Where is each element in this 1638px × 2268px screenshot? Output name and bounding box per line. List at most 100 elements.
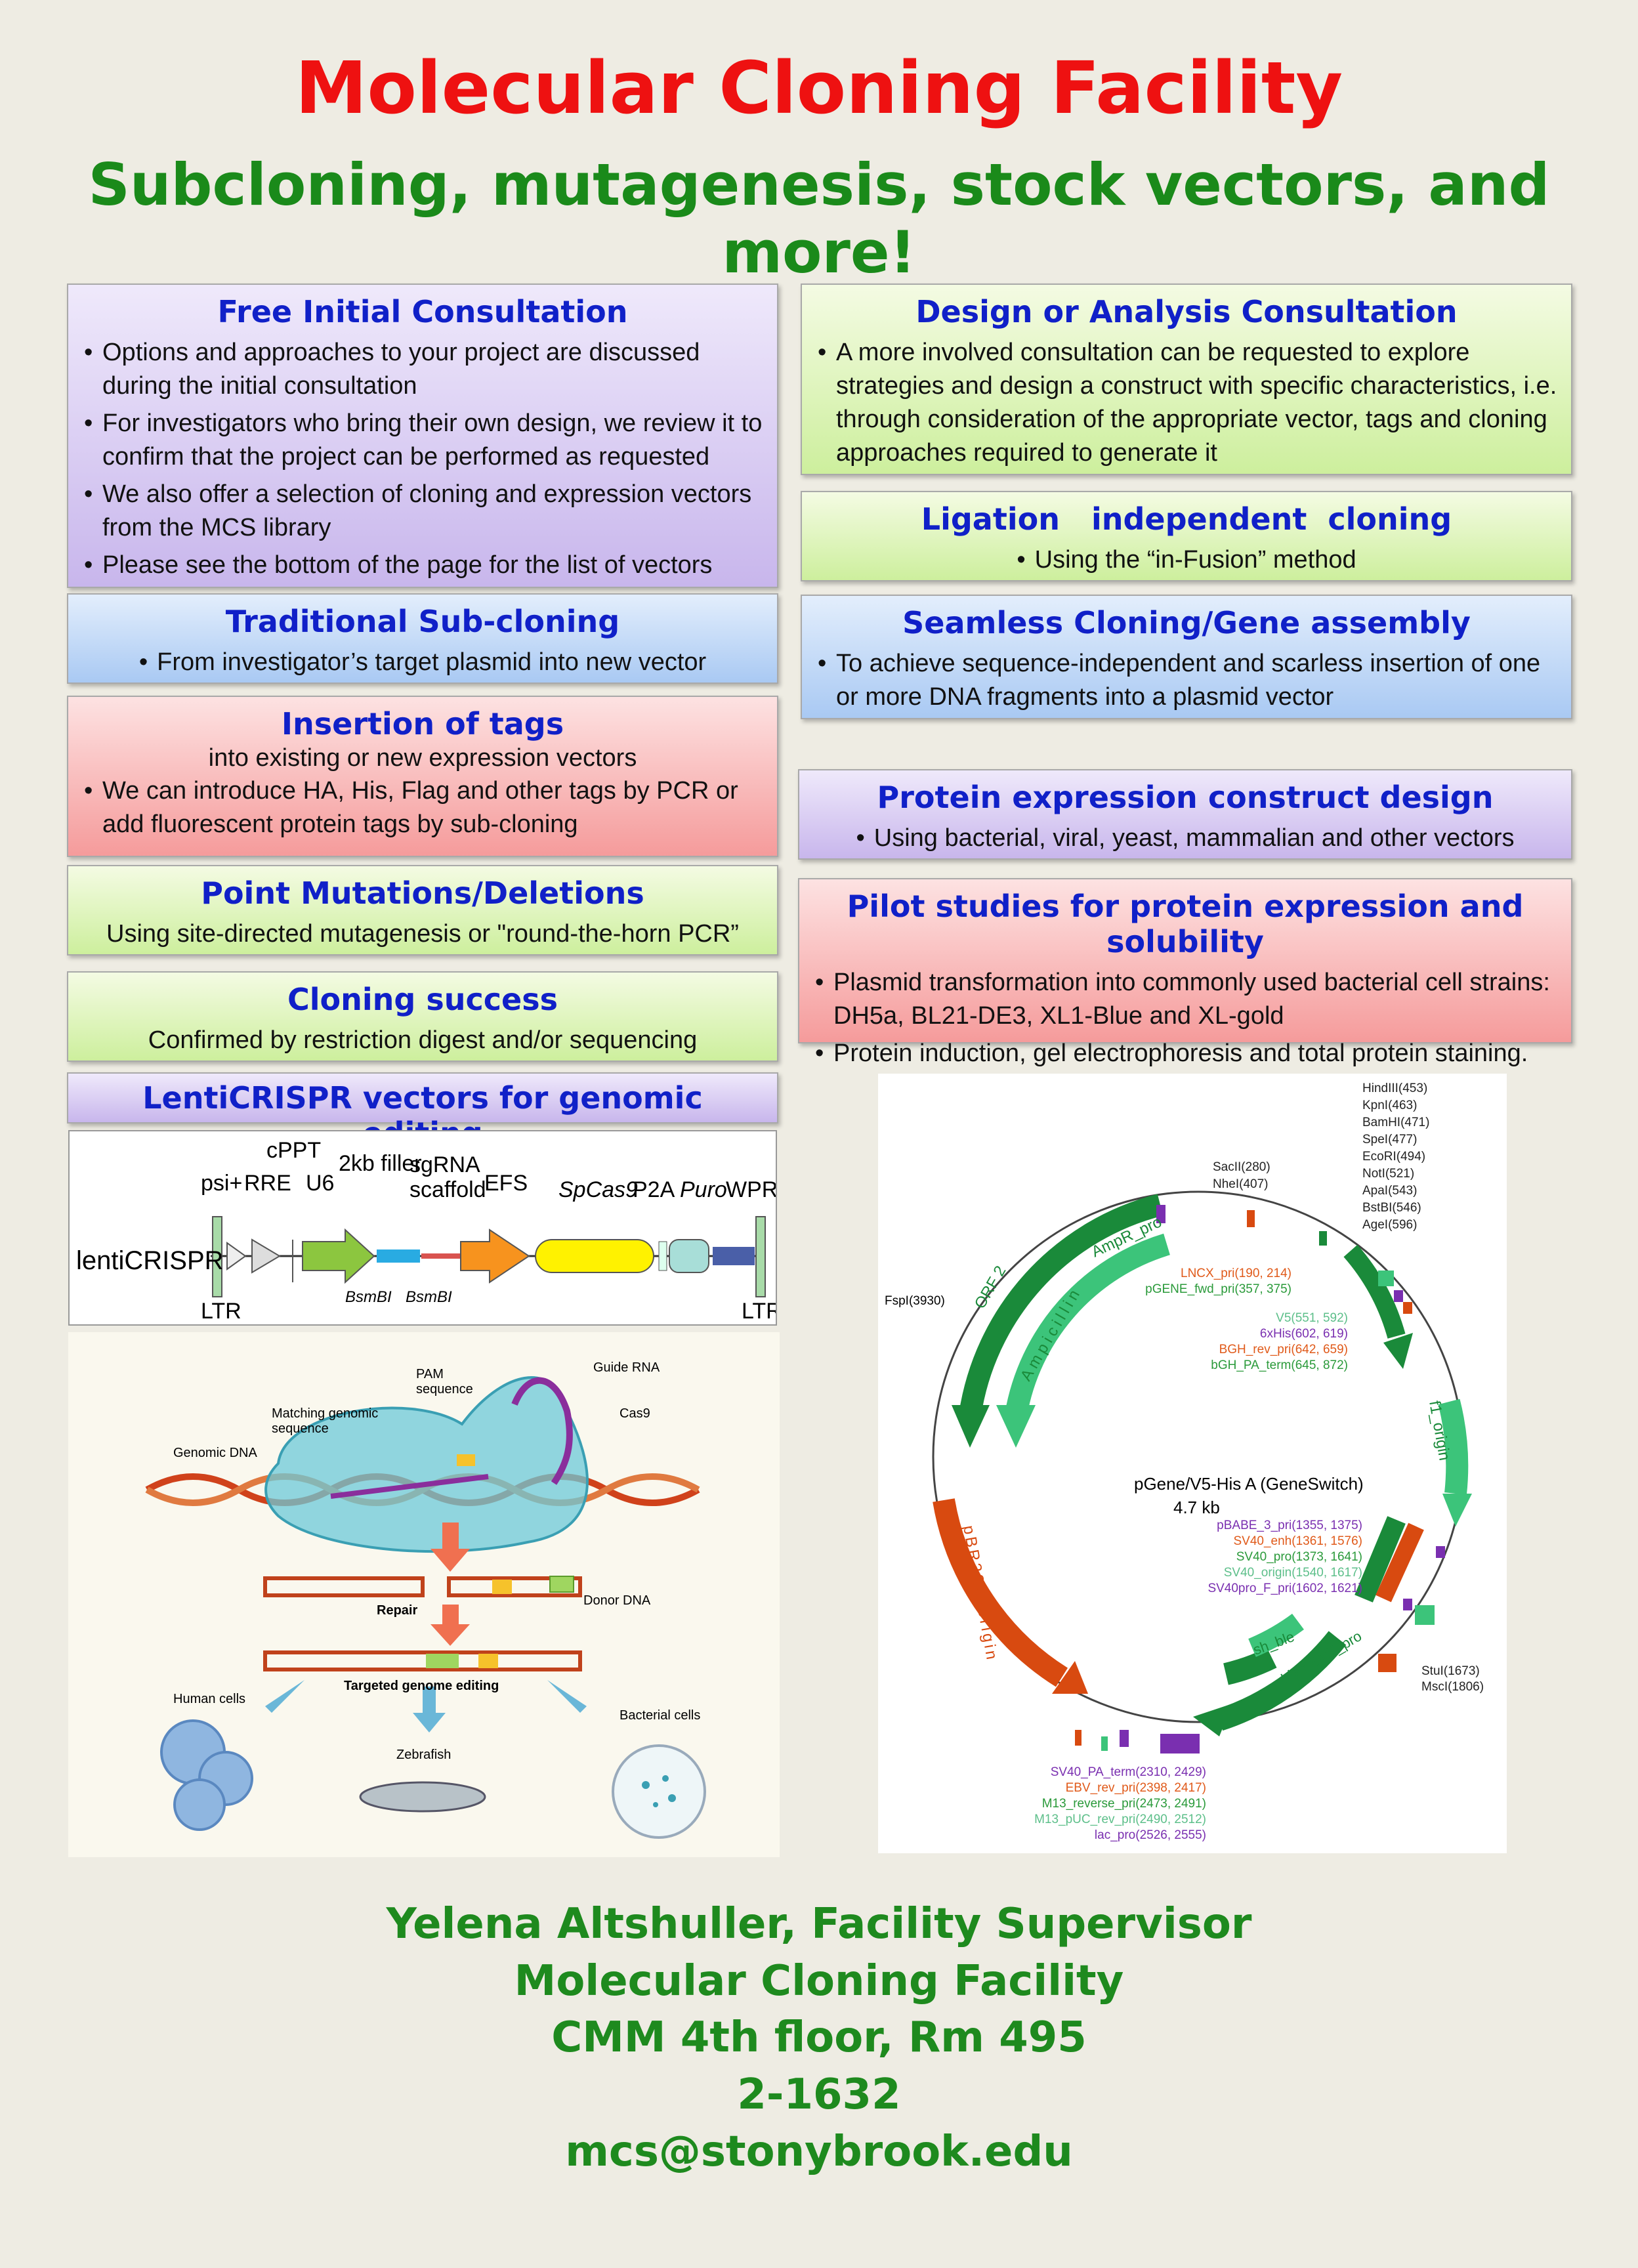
location: CMM 4th floor, Rm 495	[551, 2013, 1087, 2062]
box-title: Ligation independent cloning	[921, 501, 1452, 537]
rre-label: RRE	[244, 1171, 291, 1196]
map-label: pGENE_fwd_pri(357, 375)	[1145, 1282, 1292, 1296]
efs-promoter	[460, 1228, 530, 1284]
map-label: StuI(1673)	[1421, 1664, 1480, 1678]
map-label: SV40_origin(1540, 1617)	[1224, 1566, 1362, 1580]
pbr322-arc	[933, 1498, 1068, 1687]
contact-name: Yelena Altshuller, Facility Supervisor	[386, 1900, 1252, 1948]
primers-bottom: SV40_PA_term(2310, 2429)EBV_rev_pri(2398…	[1034, 1765, 1206, 1842]
map-label: SV40_enh(1361, 1576)	[1234, 1534, 1363, 1548]
map-label: pBABE_3_pri(1355, 1375)	[1217, 1519, 1362, 1532]
cas9-shape	[264, 1376, 589, 1553]
page-subtitle: Subcloning, mutagenesis, stock vectors, …	[88, 151, 1550, 286]
plasmid-map: pGene/V5-His A (GeneSwitch) 4.7 kb AmpR_…	[878, 1074, 1507, 1853]
fsp-site: FspI(3930)	[885, 1294, 945, 1308]
donor-dna-icon	[549, 1576, 574, 1593]
box-title: Seamless Cloning/Gene assembly	[902, 605, 1471, 640]
list-item: Using bacterial, viral, yeast, mammalian…	[812, 822, 1558, 855]
cas9-block	[535, 1239, 654, 1273]
rre-arrow	[251, 1238, 281, 1274]
list-item: Please see the bottom of the page for th…	[81, 549, 764, 582]
ltr-right-label: LTR	[742, 1299, 776, 1324]
filler-label: 2kb filler	[339, 1151, 422, 1176]
map-label: BstBI(546)	[1362, 1201, 1421, 1215]
map-label: SV40pro_F_pri(1602, 1621)	[1208, 1582, 1362, 1595]
box-title: Design or Analysis Consultation	[915, 294, 1458, 329]
box-title: Point Mutations/Deletions	[201, 875, 644, 911]
map-label: M13_pUC_rev_pri(2490, 2512)	[1034, 1813, 1206, 1826]
list-item: Options and approaches to your project a…	[81, 336, 764, 403]
map-label: NheI(407)	[1213, 1177, 1269, 1191]
cppt-label: cPPT	[266, 1138, 321, 1163]
map-label: LNCX_pri(190, 214)	[1181, 1267, 1292, 1280]
map-label: SacII(280)	[1213, 1160, 1270, 1174]
donor-dna-label: Donor DNA	[583, 1593, 651, 1608]
map-label: SV40_pro(1373, 1641)	[1236, 1550, 1362, 1564]
list-item: We can introduce HA, His, Flag and other…	[81, 774, 764, 841]
human-cells-label: Human cells	[173, 1692, 245, 1706]
pilot-studies-box: Pilot studies for protein expression and…	[798, 878, 1572, 1070]
u6-promoter	[302, 1228, 375, 1284]
repaired-dna	[263, 1650, 582, 1671]
insertion-tags-box: Insertion of tags into existing or new e…	[67, 696, 778, 857]
repair-label: Repair	[377, 1603, 417, 1618]
facility-name: Molecular Cloning Facility	[514, 1957, 1124, 2006]
zebrafish-label: Zebrafish	[396, 1748, 451, 1762]
box-title: Insertion of tags	[281, 706, 564, 742]
restriction-sites-sac: SacII(280) NheI(407)	[1213, 1160, 1270, 1191]
wpre-label: WPRE	[726, 1177, 776, 1202]
bsmbi-label-1: BsmBI	[345, 1288, 392, 1306]
p2a-label: P2A	[633, 1177, 675, 1202]
ltr-left-marker	[212, 1216, 222, 1297]
efs-label: EFS	[484, 1171, 528, 1196]
map-label: V5(551, 592)	[1276, 1311, 1348, 1325]
map-label: EcoRI(494)	[1362, 1150, 1425, 1164]
point-mutations-box: Point Mutations/Deletions Using site-dir…	[67, 865, 778, 956]
map-label: bGH_PA_term(645, 872)	[1211, 1358, 1348, 1372]
restriction-sites-top: HindIII(453)KpnI(463)BamHI(471)SpeI(477)…	[1362, 1082, 1429, 1232]
p2a-block	[669, 1239, 709, 1273]
filler-block	[377, 1250, 420, 1263]
list-item: To achieve sequence-independent and scar…	[815, 647, 1558, 714]
f1-origin-arc	[1438, 1398, 1469, 1495]
plasmid-size: 4.7 kb	[1173, 1498, 1220, 1517]
plasmid-name: pGene/V5-His A (GeneSwitch)	[1134, 1474, 1364, 1494]
genomic-dna-label: Genomic DNA	[173, 1446, 257, 1460]
box-title: Pilot studies for protein expression and…	[847, 889, 1524, 959]
box-title: Protein expression construct design	[877, 780, 1494, 815]
cas9-fig-label: Cas9	[620, 1406, 650, 1421]
list-item: We also offer a selection of cloning and…	[81, 478, 764, 545]
map-label: AgeI(596)	[1362, 1218, 1417, 1232]
targeted-label: Targeted genome editing	[344, 1679, 499, 1693]
map-name: lentiCRISPR	[76, 1246, 224, 1275]
box-text: Using site-directed mutagenesis or "roun…	[106, 920, 739, 948]
phone: 2-1632	[737, 2070, 901, 2119]
puro-block	[713, 1247, 755, 1265]
map-label: SV40_PA_term(2310, 2429)	[1051, 1765, 1206, 1779]
design-consultation-box: Design or Analysis Consultation A more i…	[801, 284, 1572, 475]
lenticrispr-box: LentiCRISPR vectors for genomic editing	[67, 1072, 778, 1151]
map-label: NotI(521)	[1362, 1167, 1414, 1181]
box-title: Free Initial Consultation	[217, 294, 628, 329]
map-label: BGH_rev_pri(642, 659)	[1219, 1343, 1348, 1356]
bsmbi-label-2: BsmBI	[406, 1288, 452, 1306]
map-label: HindIII(453)	[1362, 1082, 1427, 1095]
free-consultation-box: Free Initial Consultation Options and ap…	[67, 284, 778, 588]
map-label: ApaI(543)	[1362, 1184, 1417, 1198]
primers-mid: V5(551, 592)6xHis(602, 619)BGH_rev_pri(6…	[1211, 1311, 1348, 1372]
primers-right: pBABE_3_pri(1355, 1375) SV40_enh(1361, 15…	[1208, 1519, 1362, 1595]
cut-dna	[263, 1576, 582, 1597]
email: mcs@stonybrook.edu	[565, 2128, 1073, 2176]
map-label: MscI(1806)	[1421, 1680, 1484, 1694]
cloning-success-box: Cloning success Confirmed by restriction…	[67, 971, 778, 1062]
list-item: Protein induction, gel electrophoresis a…	[812, 1037, 1558, 1070]
bacterial-cells-label: Bacterial cells	[620, 1708, 700, 1723]
lenticrispr-map: lentiCRISPR psi+ RRE cPPT U6 2kb filler …	[68, 1130, 793, 1326]
guide-rna-label: Guide RNA	[593, 1360, 660, 1375]
list-item: From investigator’s target plasmid into …	[81, 646, 764, 679]
ltr-left-label: LTR	[201, 1299, 242, 1324]
map-label: KpnI(463)	[1362, 1099, 1417, 1112]
list-item: For investigators who bring their own de…	[81, 407, 764, 474]
page-title: Molecular Cloning Facility	[295, 46, 1343, 130]
